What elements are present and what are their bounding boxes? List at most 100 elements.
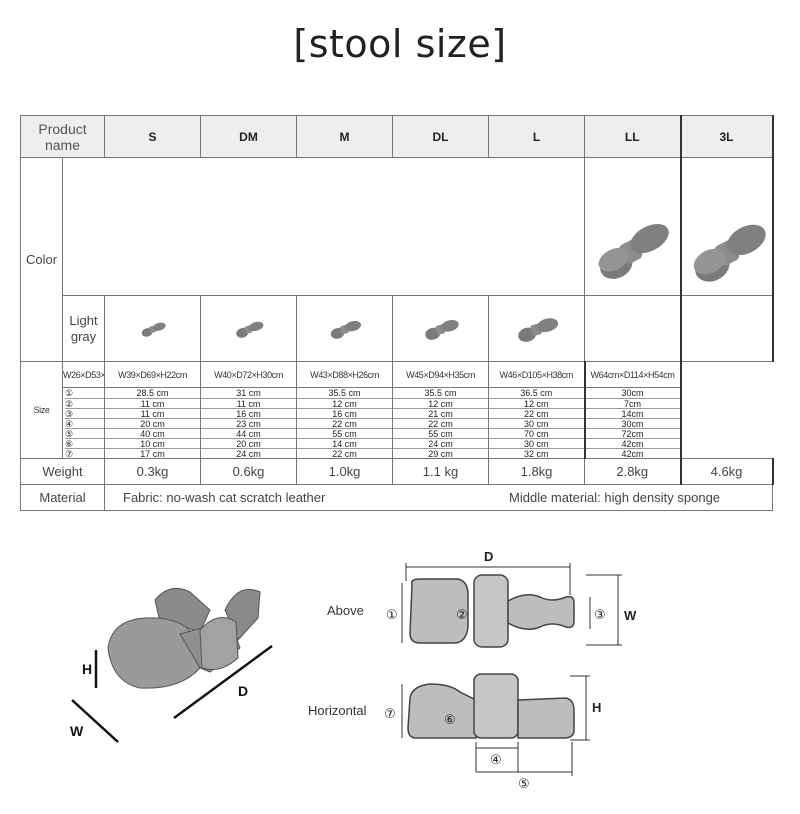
color-photo-row: Color: [20, 157, 774, 362]
color-label: Color: [20, 157, 63, 362]
measures-m: 31 cm 11 cm 16 cm 23 cm 44 cm 20 cm 24 c…: [200, 387, 298, 459]
photo-dm: [200, 295, 298, 362]
measure-value: 42cm: [585, 448, 680, 459]
photo-ll-bottom: [584, 295, 682, 362]
measure-value: 16 cm: [201, 408, 297, 419]
size-label: Size: [20, 361, 63, 459]
photo-dl: [392, 295, 490, 362]
measure-value: 12 cm: [297, 398, 393, 409]
measure-value: 35.5 cm: [424, 388, 457, 398]
dims-dm: W39×D69×H22cm: [104, 361, 202, 388]
dimension-arrows: [71, 644, 273, 743]
top-view-m2: ②: [456, 608, 468, 623]
photo-blank-area: [62, 157, 585, 296]
measure-value: 30 cm: [489, 418, 584, 429]
measure-value: 17 cm: [105, 448, 201, 459]
measure-value: 22 cm: [393, 418, 489, 429]
side-view-m7: ⑦: [384, 707, 396, 722]
measure-value: 12 cm: [393, 398, 489, 409]
measure-value: 22 cm: [297, 448, 393, 459]
measure-value: 30cm: [585, 418, 680, 429]
measure-value: 7cm: [585, 398, 680, 409]
weight-dm: 0.6kg: [200, 458, 298, 485]
side-view-diagram: H ⑦ ⑥ ④ ⑤: [384, 673, 601, 792]
above-label: Above: [327, 603, 364, 618]
measure-value: 28.5 cm: [136, 388, 169, 398]
header-row: Product name S DM M DL L LL 3L: [19, 115, 774, 158]
dims-dl: W43×D88×H26cm: [296, 361, 394, 388]
side-view-m6: ⑥: [444, 713, 456, 728]
stool-photo-dl: [424, 319, 459, 340]
measure-value: 14cm: [585, 408, 680, 419]
top-view-m1: ①: [386, 608, 398, 623]
dims-ll: W46×D105×H38cm: [488, 361, 586, 388]
measure-value: 55 cm: [393, 428, 489, 439]
size-header-dl: DL: [392, 115, 490, 158]
measure-index: ⑤: [65, 428, 105, 439]
measures-dl: 35.5 cm 12 cm 16 cm 22 cm 55 cm 14 cm 22…: [296, 387, 394, 459]
measure-value: 20 cm: [201, 438, 297, 449]
measure-index: ⑥: [65, 438, 105, 449]
measure-index-column: ① ② ③ ④ ⑤ ⑥ ⑦: [61, 387, 106, 459]
perspective-d: D: [238, 683, 248, 699]
measure-value: 32 cm: [489, 448, 584, 459]
photo-m: [296, 295, 394, 362]
measure-value: 23 cm: [201, 418, 297, 429]
measure-value: 21 cm: [393, 408, 489, 419]
measure-index: ①: [65, 388, 74, 398]
color-name-light-gray: Light gray: [61, 295, 106, 362]
photo-s: [104, 295, 202, 362]
measure-value: 10 cm: [105, 438, 201, 449]
photo-l: [488, 295, 586, 362]
material-label: Material: [19, 484, 106, 511]
measure-value: 24 cm: [393, 438, 489, 449]
top-view-m3: ③: [594, 608, 606, 623]
dims-m: W40×D72×H30cm: [200, 361, 298, 388]
top-view-d: D: [484, 549, 493, 564]
size-table: Product name S DM M DL L LL 3L Color: [19, 115, 774, 511]
photo-3l: [679, 157, 774, 296]
measure-value: 12 cm: [489, 398, 584, 409]
top-view-w: W: [624, 608, 637, 623]
weight-ll: 2.8kg: [584, 458, 682, 485]
weight-m: 1.0kg: [296, 458, 394, 485]
photo-3l-bottom: [679, 295, 774, 362]
weight-row: Weight 0.3kg 0.6kg 1.0kg 1.1 kg 1.8kg 2.…: [19, 458, 774, 485]
size-header-m: M: [296, 115, 394, 158]
weight-l: 1.8kg: [488, 458, 586, 485]
measure-value: 29 cm: [393, 448, 489, 459]
light-gray-row: Light gray: [21, 295, 774, 362]
measure-value: 70 cm: [489, 428, 584, 439]
measure-value: 22 cm: [297, 418, 393, 429]
material-middle: Middle material: high density sponge: [509, 490, 721, 505]
dims-3l: W64cm×D114×H54cm: [583, 361, 682, 388]
side-view-m4: ④: [490, 753, 502, 768]
measure-value: 11 cm: [105, 408, 201, 419]
stool-photo-3l: [693, 224, 766, 282]
stool-photo-s: [141, 322, 166, 337]
measure-value: 31 cm: [236, 388, 261, 398]
measure-index: ②: [65, 398, 105, 409]
side-view-stool: [407, 673, 575, 739]
weight-s: 0.3kg: [104, 458, 202, 485]
measure-value: 20 cm: [105, 418, 201, 429]
measure-value: 42cm: [585, 438, 680, 449]
perspective-h: H: [82, 661, 92, 677]
measures-3l: 30cm 7cm 14cm 30cm 72cm 42cm 42cm: [583, 387, 682, 459]
measure-value: 11 cm: [105, 398, 201, 409]
measure-value: 11 cm: [201, 398, 297, 409]
dimensions-row: Size W26×D53×H18cm W39×D69×H22cm W40×D72…: [20, 361, 773, 459]
stool-3d-illustration: [107, 587, 261, 689]
measure-value: 36.5 cm: [520, 388, 553, 398]
material-value: Fabric: no-wash cat scratch leather Midd…: [104, 484, 774, 511]
product-name-header: Product name: [19, 115, 106, 158]
weight-3l: 4.6kg: [679, 458, 774, 485]
material-fabric: Fabric: no-wash cat scratch leather: [123, 490, 326, 505]
measure-index: ⑦: [65, 448, 105, 459]
page-title: [stool size]: [293, 22, 507, 66]
size-header-l: L: [488, 115, 586, 158]
measure-value: 35.5 cm: [328, 388, 361, 398]
side-view-h: H: [592, 700, 601, 715]
measure-value: 55 cm: [297, 428, 393, 439]
measure-value: 24 cm: [201, 448, 297, 459]
